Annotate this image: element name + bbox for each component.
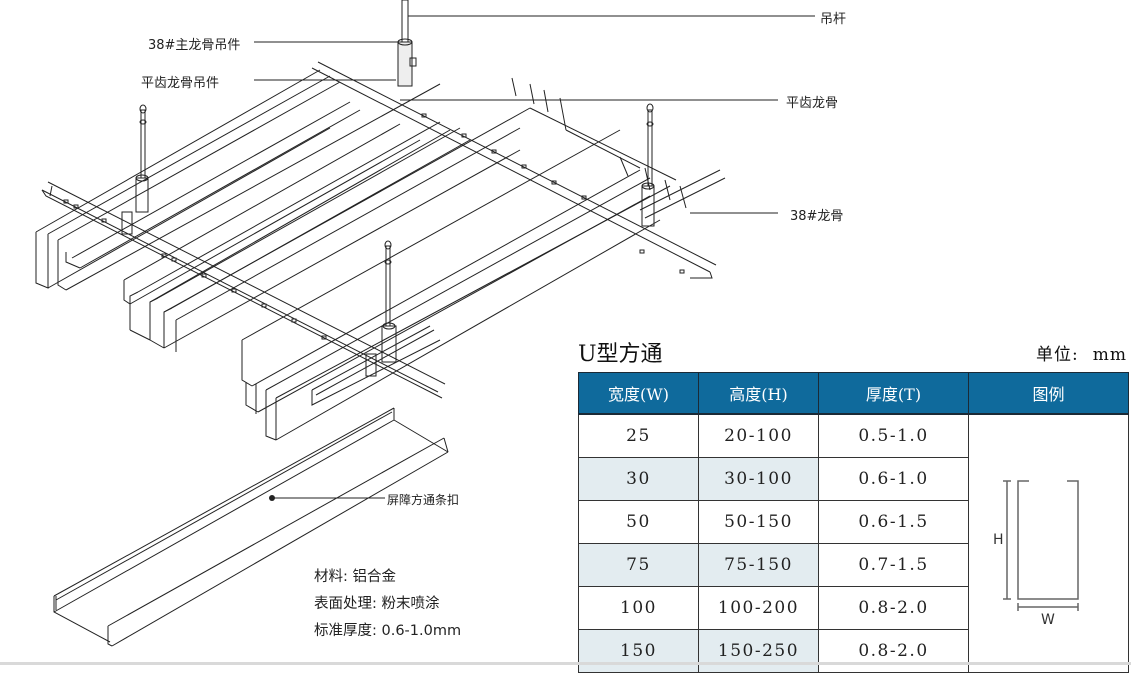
cell-thickness: 0.8-2.0 bbox=[818, 586, 969, 630]
cell-width: 150 bbox=[578, 629, 699, 673]
callout-keel-38: 38#龙骨 bbox=[790, 209, 844, 224]
table-title: U型方通 bbox=[578, 342, 663, 367]
cell-height: 150-250 bbox=[698, 629, 819, 673]
cell-thickness: 0.6-1.5 bbox=[818, 500, 969, 544]
header-width: 宽度(W) bbox=[578, 372, 699, 415]
cell-height: 20-100 bbox=[698, 413, 819, 458]
u-profile-shape bbox=[1016, 479, 1079, 600]
cell-height: 100-200 bbox=[698, 586, 819, 630]
hangers bbox=[121, 38, 655, 377]
spec-thickness: 标准厚度: 0.6-1.0mm bbox=[314, 623, 462, 639]
spec-material: 材料: 铝合金 bbox=[314, 569, 396, 585]
cell-height: 30-100 bbox=[698, 457, 819, 501]
baffle-profiles bbox=[35, 69, 687, 441]
callout-flat-tooth-keel: 平齿龙骨 bbox=[786, 96, 839, 111]
spec-surface: 表面处理: 粉末喷涂 bbox=[314, 596, 440, 612]
cell-height: 75-150 bbox=[698, 543, 819, 587]
callout-suspension-rod: 吊杆 bbox=[820, 12, 847, 27]
callout-main-keel-hanger: 38#主龙骨吊件 bbox=[148, 38, 241, 53]
cell-thickness: 0.6-1.0 bbox=[818, 457, 969, 501]
cell-thickness: 0.5-1.0 bbox=[818, 413, 969, 458]
cell-width: 25 bbox=[578, 413, 699, 458]
baffle-clip-piece bbox=[53, 407, 449, 647]
header-legend: 图例 bbox=[968, 372, 1129, 415]
keel-holes bbox=[63, 113, 685, 340]
cell-height: 50-150 bbox=[698, 500, 819, 544]
unit-label: 单位: mm bbox=[1036, 340, 1127, 365]
cell-width: 50 bbox=[578, 500, 699, 544]
header-height: 高度(H) bbox=[698, 372, 819, 415]
legend-h-label: H bbox=[993, 532, 1005, 548]
unit-value: mm bbox=[1092, 345, 1127, 365]
keel-38 bbox=[311, 169, 726, 406]
u-profile-icon: HW bbox=[993, 479, 1079, 624]
cell-thickness: 0.8-2.0 bbox=[818, 629, 969, 673]
callout-dot bbox=[269, 495, 275, 501]
cell-thickness: 0.7-1.5 bbox=[818, 543, 969, 587]
table-header-row: 宽度(W) 高度(H) 厚度(T) 图例 bbox=[578, 372, 1129, 415]
header-thickness: 厚度(T) bbox=[818, 372, 969, 415]
flat-tooth-keel bbox=[41, 61, 717, 399]
cell-width: 100 bbox=[578, 586, 699, 630]
unit-label-text: 单位: bbox=[1036, 345, 1079, 365]
cell-width: 75 bbox=[578, 543, 699, 587]
legend-w-label: W bbox=[1041, 612, 1056, 624]
cell-width: 30 bbox=[578, 457, 699, 501]
callout-flat-tooth-keel-hanger: 平齿龙骨吊件 bbox=[141, 76, 220, 91]
callout-baffle-clip: 屏障方通条扣 bbox=[387, 493, 460, 507]
leader-lines bbox=[254, 15, 815, 499]
bottom-divider bbox=[0, 662, 1131, 665]
